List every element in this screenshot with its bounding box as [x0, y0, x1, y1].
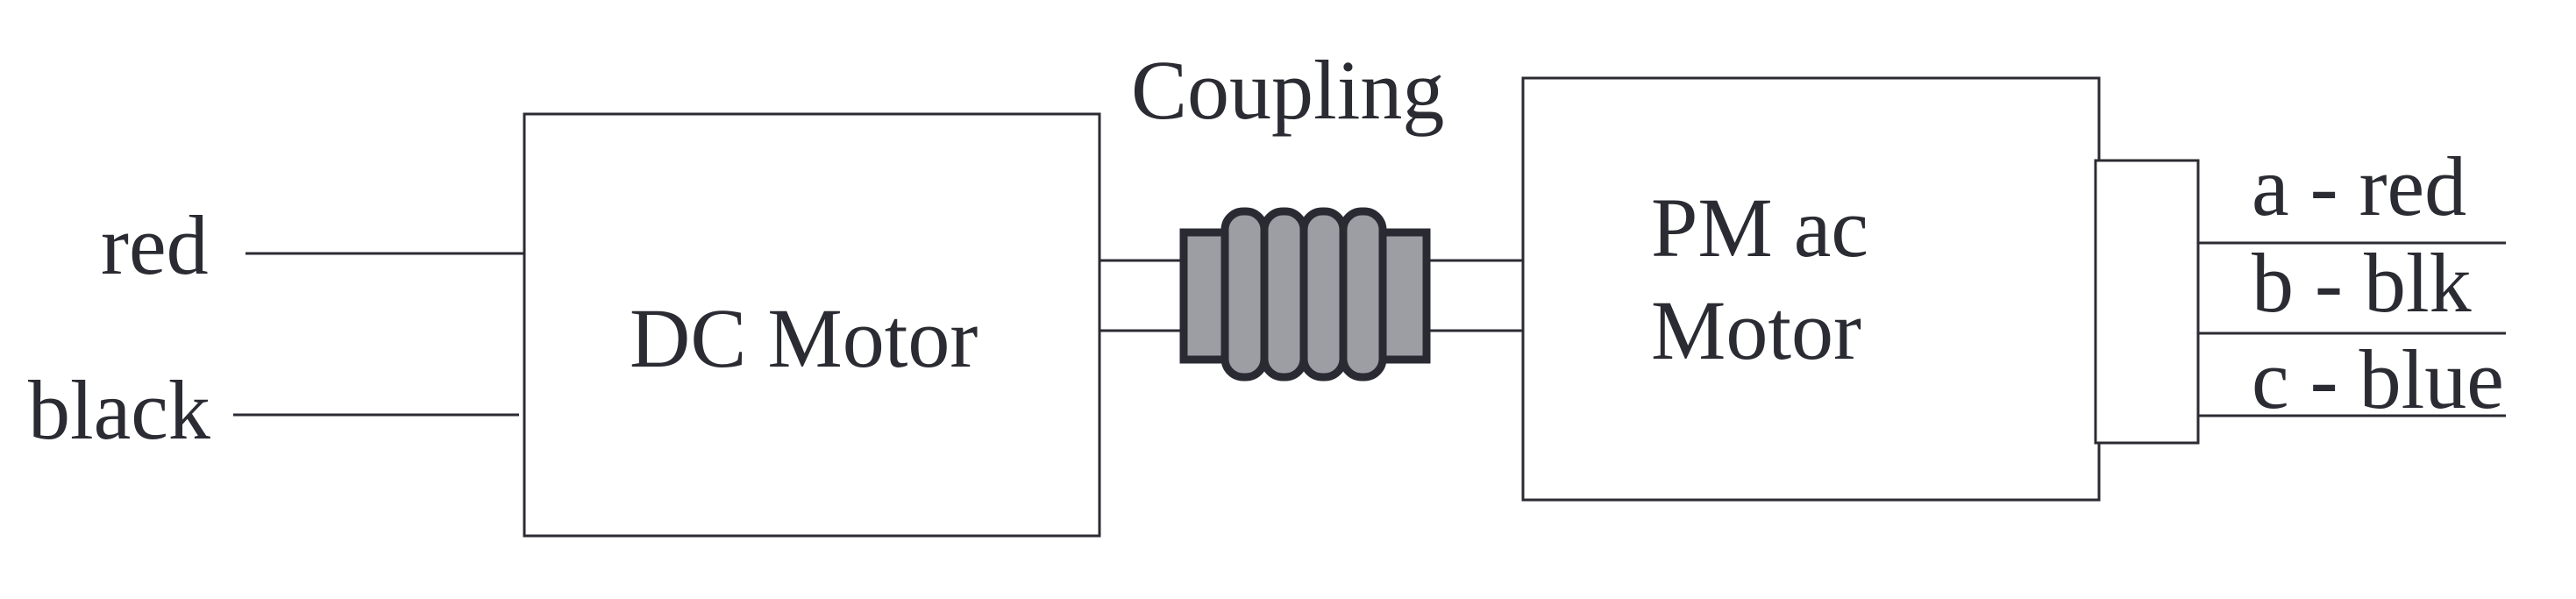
pm-lead-label-b: b - blk: [2252, 236, 2472, 330]
dc-motor-shaft: [1098, 259, 1189, 332]
pm-lead-label-c: c - blue: [2252, 332, 2504, 426]
coupling-icon: [1179, 207, 1431, 382]
dc-motor-label: DC Motor: [630, 291, 978, 385]
dc-lead-label-black: black: [28, 363, 210, 457]
pm-motor-box: [1521, 76, 2101, 502]
dc-motor-box: [523, 112, 1101, 538]
coupling-coil-4: [1339, 207, 1387, 382]
pm-motor-label-line2: Motor: [1651, 283, 1861, 377]
pm-motor-label-line1: PM ac: [1651, 181, 1868, 275]
pm-lead-label-a: a - red: [2252, 139, 2466, 233]
dc-lead-label-red: red: [101, 198, 209, 292]
coupling-coil-3: [1299, 207, 1348, 382]
coupling-coil-2: [1260, 207, 1308, 382]
coupling-coil-1: [1220, 207, 1269, 382]
coupling-label: Coupling: [1131, 43, 1444, 137]
pm-motor-shaft: [1419, 259, 1527, 332]
pm-motor-terminal-block: [2094, 159, 2200, 445]
